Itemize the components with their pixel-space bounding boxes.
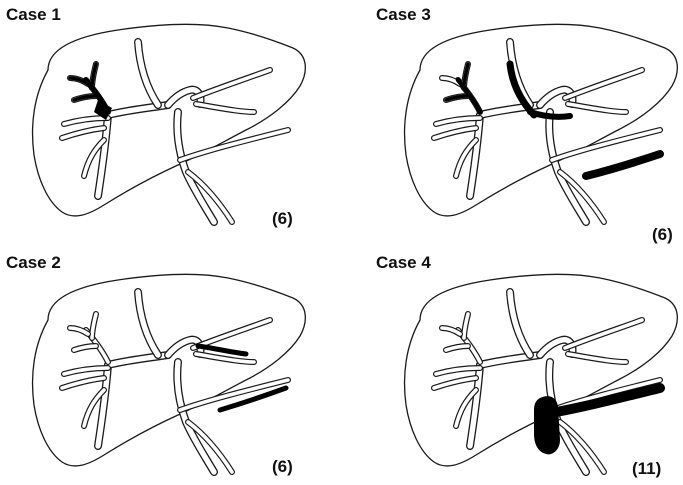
panel-label-case-4: Case 4 bbox=[376, 253, 431, 272]
panel-label-case-1: Case 1 bbox=[6, 5, 61, 24]
panel-case-3: Case 3 (6) bbox=[376, 5, 677, 244]
panel-case-1: Case 1 (6) bbox=[6, 5, 305, 228]
panel-count-case-2: (6) bbox=[272, 457, 293, 476]
panel-count-case-1: (6) bbox=[272, 209, 293, 228]
panel-label-case-2: Case 2 bbox=[6, 253, 61, 272]
panel-count-case-4: (11) bbox=[632, 459, 661, 478]
panel-label-case-3: Case 3 bbox=[376, 5, 431, 24]
panel-count-case-3: (6) bbox=[652, 225, 673, 244]
panel-case-2: Case 2 (6) bbox=[6, 253, 305, 476]
panel-case-4: Case 4 (11) bbox=[376, 253, 677, 478]
